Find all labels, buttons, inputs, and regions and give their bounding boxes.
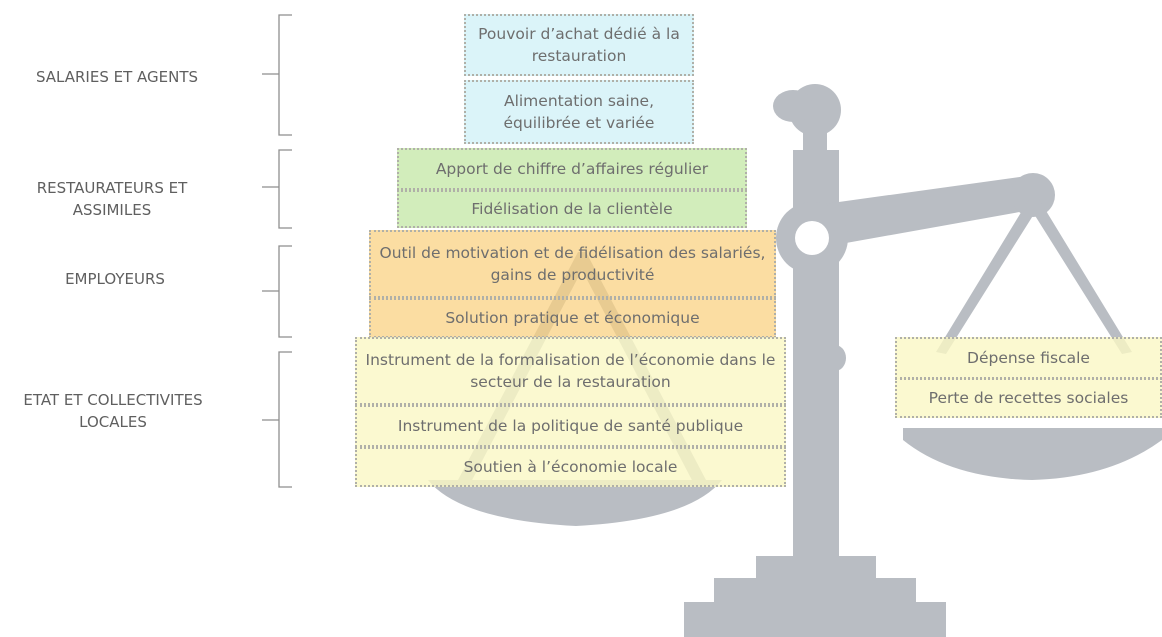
bracket-restaurateurs bbox=[262, 149, 292, 229]
stack-box-depense-fiscale: Dépense fiscale bbox=[895, 337, 1162, 379]
scale-base-middle bbox=[714, 578, 916, 606]
stack-box-fidelisation-clientele: Fidélisation de la clientèle bbox=[397, 190, 747, 228]
scale-pivot-hole bbox=[795, 221, 829, 255]
stack-box-economie-locale: Soutien à l’économie locale bbox=[355, 447, 786, 487]
stack-box-outil-motivation: Outil de motivation et de fidélisation d… bbox=[369, 230, 776, 298]
bracket-etat bbox=[262, 351, 292, 488]
scale-right-knob bbox=[1011, 173, 1055, 217]
scale-side-knob-top bbox=[773, 90, 813, 122]
scale-base-bottom bbox=[684, 602, 946, 637]
group-label-employeurs: EMPLOYEURS bbox=[65, 270, 165, 288]
group-label-salaries: SALARIES ET AGENTS bbox=[35, 68, 199, 86]
bracket-salaries bbox=[262, 14, 292, 136]
scale-beam bbox=[810, 175, 1042, 248]
stack-box-chiffre-affaires: Apport de chiffre d’affaires régulier bbox=[397, 148, 747, 190]
stack-box-perte-recettes: Perte de recettes sociales bbox=[895, 378, 1162, 418]
group-label-etat: ETAT ET COLLECTIVITES LOCALES bbox=[23, 391, 203, 431]
group-label-restaurateurs: RESTAURATEURS ET ASSIMILES bbox=[36, 179, 188, 219]
stack-box-formalisation: Instrument de la formalisation de l’écon… bbox=[355, 337, 786, 405]
stack-box-solution-pratique: Solution pratique et économique bbox=[369, 298, 776, 338]
bracket-employeurs bbox=[262, 245, 292, 338]
stack-box-pouvoir-achat: Pouvoir d’achat dédié à la restauration bbox=[464, 14, 694, 76]
scale-right-pan bbox=[903, 428, 1162, 480]
stack-box-sante-publique: Instrument de la politique de santé publ… bbox=[355, 405, 786, 447]
scale-left-pan bbox=[428, 480, 722, 526]
scale-side-knob-mid bbox=[824, 345, 846, 371]
stack-box-alimentation: Alimentation saine, équilibrée et variée bbox=[464, 80, 694, 144]
